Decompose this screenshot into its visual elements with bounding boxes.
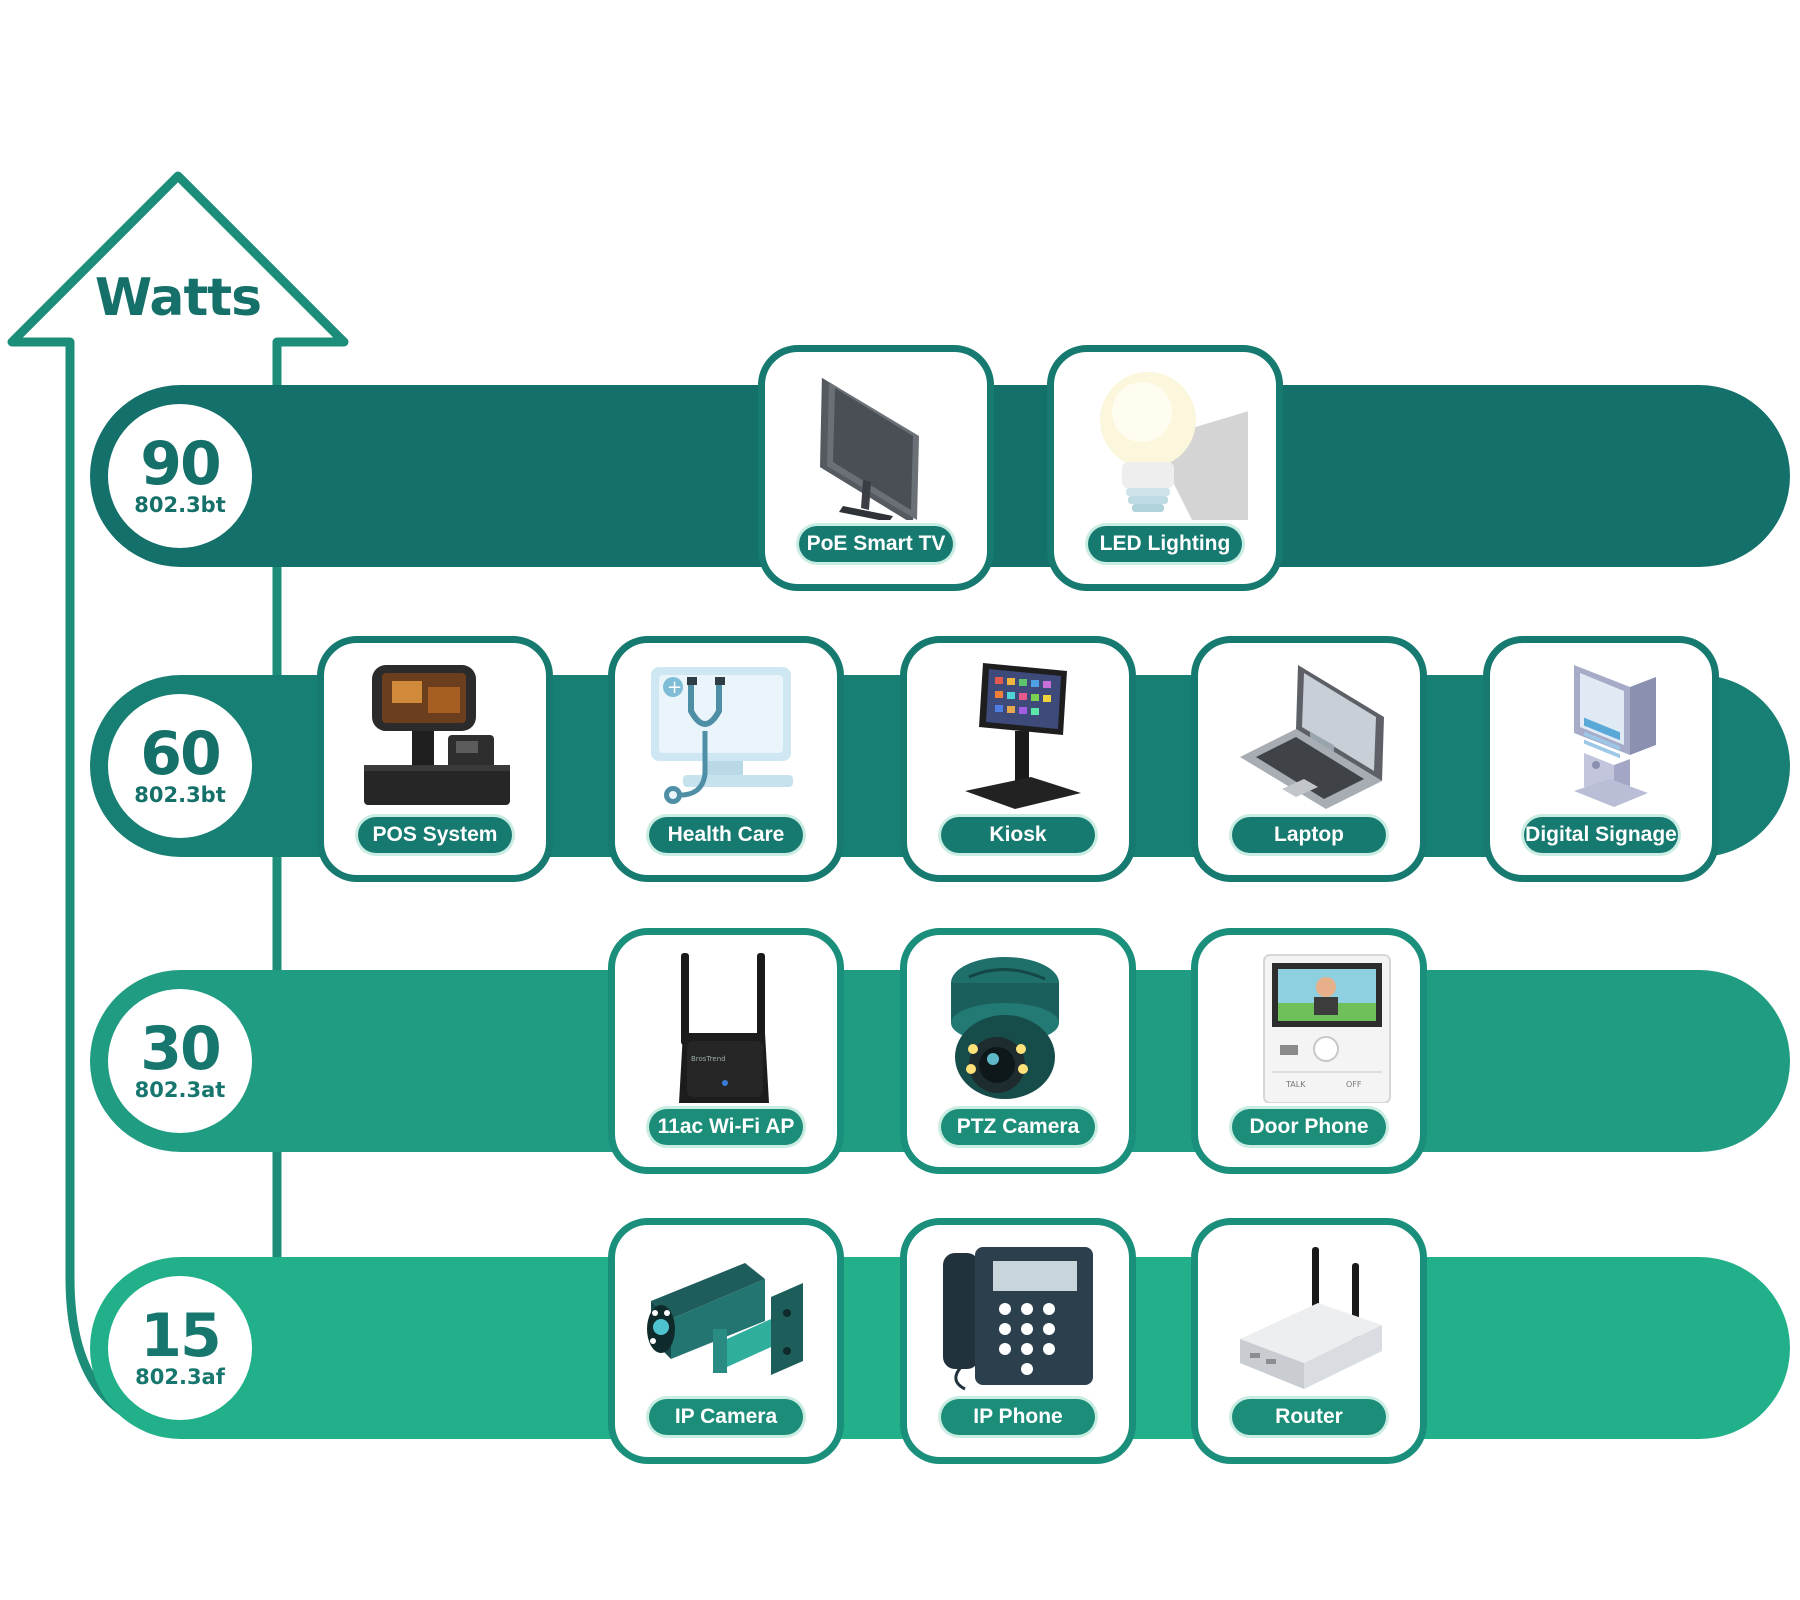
axis-title: Watts [94,268,262,328]
device-label: LED Lighting [1088,526,1242,562]
tier-watts-value: 30 [140,1014,221,1084]
device-label: POS System [358,817,512,853]
door-phone-icon: TALK OFF [1263,954,1391,1103]
tier-90w-badge: 90 802.3bt [108,404,252,548]
ip-camera-icon [647,1263,803,1375]
tier-60w-badge: 60 802.3bt [108,694,252,838]
tier-standard: 802.3bt [134,493,226,517]
smart-tv-icon [820,377,919,520]
laptop-icon [1240,665,1384,809]
tier-watts-value: 15 [140,1301,221,1371]
router-icon [1240,1247,1382,1389]
device-label: IP Camera [649,1399,803,1435]
tier-standard: 802.3bt [134,783,226,807]
pos-terminal-icon [364,665,510,805]
device-card-ip-camera: IP Camera [608,1218,844,1464]
device-card-pos-system: POS System [317,636,553,882]
device-card-laptop: Laptop [1191,636,1427,882]
device-card-kiosk: Kiosk [900,636,1136,882]
tier-watts-value: 60 [140,719,221,789]
svg-text:BrosTrend: BrosTrend [691,1055,726,1063]
device-card-led-lighting: LED Lighting [1047,345,1283,591]
device-label: Digital Signage [1524,817,1678,853]
tier-15w-badge: 15 802.3af [108,1276,252,1420]
svg-text:+: + [667,677,682,698]
device-label: PoE Smart TV [799,526,953,562]
device-card-ip-phone: IP Phone [900,1218,1136,1464]
device-card-smart-tv: PoE Smart TV [758,345,994,591]
device-label: Health Care [649,817,803,853]
stethoscope-monitor-icon: + [651,667,793,804]
kiosk-tablet-icon [965,663,1081,809]
wifi-ap-icon: BrosTrend [679,953,769,1103]
device-label: PTZ Camera [941,1109,1095,1145]
device-card-wifi-ap: BrosTrend 11ac Wi-Fi AP [608,928,844,1174]
ip-phone-icon [943,1247,1093,1391]
device-label: 11ac Wi-Fi AP [649,1109,803,1145]
device-card-ptz-camera: PTZ Camera [900,928,1136,1174]
device-card-digital-signage: Digital Signage [1483,636,1719,882]
device-card-router: Router [1191,1218,1427,1464]
device-label: Router [1232,1399,1386,1435]
device-label: Door Phone [1232,1109,1386,1145]
device-label: Laptop [1232,817,1386,853]
led-bulb-icon [1100,372,1248,520]
svg-text:OFF: OFF [1346,1080,1362,1089]
tier-watts-value: 90 [140,429,221,499]
device-card-health-care: + Health Care [608,636,844,882]
tier-30w-badge: 30 802.3at [108,989,252,1133]
device-card-door-phone: TALK OFF Door Phone [1191,928,1427,1174]
tier-standard: 802.3at [134,1078,226,1102]
device-label: Kiosk [941,817,1095,853]
digital-signage-icon [1574,665,1656,807]
svg-text:TALK: TALK [1285,1080,1306,1089]
device-label: IP Phone [941,1399,1095,1435]
tier-standard: 802.3af [135,1365,225,1389]
ptz-camera-icon [951,957,1059,1099]
